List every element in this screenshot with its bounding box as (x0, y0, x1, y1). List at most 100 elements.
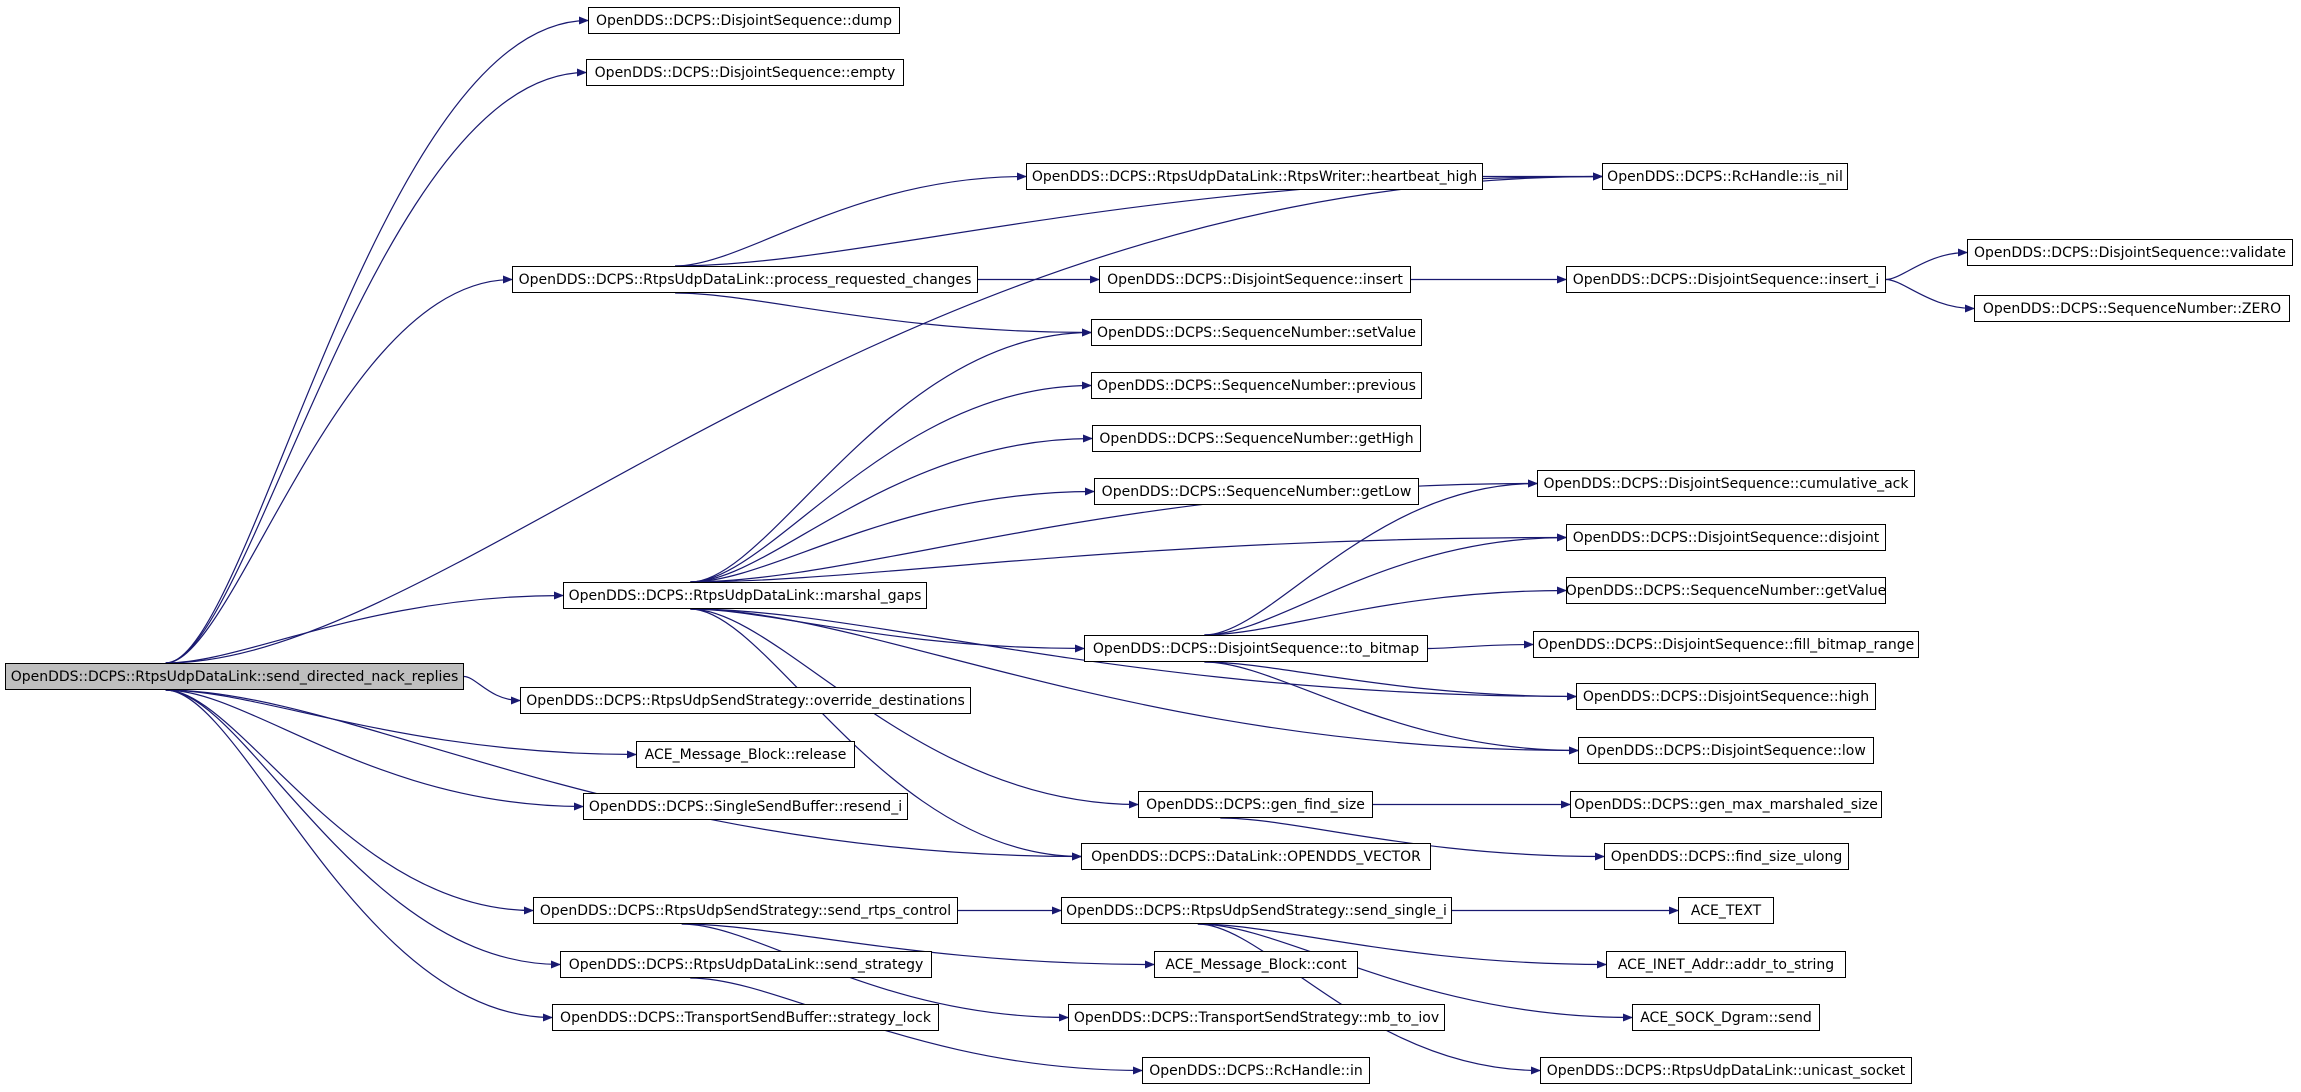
node-gen-find-size[interactable]: OpenDDS::DCPS::gen_find_size (1138, 791, 1373, 818)
edge-n_root-to-n_dump (165, 16, 589, 664)
node-sequencenumber-previous[interactable]: OpenDDS::DCPS::SequenceNumber::previous (1091, 372, 1422, 399)
edge-n_root-to-n_empty (165, 68, 587, 664)
node-label: OpenDDS::DCPS::TransportSendStrategy::mb… (1073, 1009, 1440, 1026)
node-send-directed-nack-replies[interactable]: OpenDDS::DCPS::RtpsUdpDataLink::send_dir… (5, 663, 464, 690)
edge-n_genfind-to-n_findulong (1220, 817, 1605, 861)
node-label: OpenDDS::DCPS::DisjointSequence::to_bitm… (1092, 640, 1420, 657)
edge-n_single-to-n_dgram (1197, 923, 1633, 1022)
node-label: OpenDDS::DCPS::SequenceNumber::getLow (1101, 483, 1412, 500)
node-disjointsequence-dump[interactable]: OpenDDS::DCPS::DisjointSequence::dump (588, 7, 900, 34)
edge-n_insert_i-to-n_zero (1885, 278, 1975, 313)
node-sock-dgram-send[interactable]: ACE_SOCK_Dgram::send (1632, 1004, 1820, 1031)
node-disjointsequence-cumulative-ack[interactable]: OpenDDS::DCPS::DisjointSequence::cumulat… (1537, 470, 1915, 497)
node-message-block-cont[interactable]: ACE_Message_Block::cont (1154, 951, 1358, 978)
node-label: ACE_SOCK_Dgram::send (1640, 1009, 1812, 1026)
node-label: OpenDDS::DCPS::SequenceNumber::ZERO (1982, 300, 2282, 317)
node-label: OpenDDS::DCPS::DisjointSequence::insert_… (1572, 271, 1880, 288)
node-label: OpenDDS::DCPS::RcHandle::in (1149, 1062, 1363, 1079)
edge-n_root-to-n_rtpsctl (165, 689, 534, 915)
node-find-size-ulong[interactable]: OpenDDS::DCPS::find_size_ulong (1604, 843, 1849, 870)
edge-n_marshal-to-n_previous (690, 381, 1092, 583)
node-label: OpenDDS::DCPS::RtpsUdpDataLink::RtpsWrit… (1031, 168, 1478, 185)
edge-n_root-to-n_override (463, 675, 521, 705)
node-send-rtps-control[interactable]: OpenDDS::DCPS::RtpsUdpSendStrategy::send… (533, 897, 958, 924)
edge-n_prc-to-n_setvalue (675, 292, 1092, 337)
node-label: OpenDDS::DCPS::RcHandle::is_nil (1607, 168, 1843, 185)
edge-n_marshal-to-n_getlow (690, 487, 1095, 583)
node-ace-text[interactable]: ACE_TEXT (1678, 897, 1774, 924)
node-inet-addr-addr-to-string[interactable]: ACE_INET_Addr::addr_to_string (1606, 951, 1846, 978)
node-disjointsequence-to-bitmap[interactable]: OpenDDS::DCPS::DisjointSequence::to_bitm… (1084, 635, 1428, 662)
node-sequencenumber-setvalue[interactable]: OpenDDS::DCPS::SequenceNumber::setValue (1091, 319, 1422, 346)
edge-n_tobitmap-to-n_disjoint (1204, 533, 1567, 636)
node-label: OpenDDS::DCPS::gen_max_marshaled_size (1574, 796, 1878, 813)
node-label: ACE_TEXT (1690, 902, 1762, 919)
node-sequencenumber-getlow[interactable]: OpenDDS::DCPS::SequenceNumber::getLow (1094, 478, 1419, 505)
node-rtpsudpdatalink-send-strategy[interactable]: OpenDDS::DCPS::RtpsUdpDataLink::send_str… (560, 951, 932, 978)
node-singlesendbuffer-resend-i[interactable]: OpenDDS::DCPS::SingleSendBuffer::resend_… (583, 793, 908, 820)
node-label: OpenDDS::DCPS::RtpsUdpSendStrategy::send… (539, 902, 952, 919)
node-disjointsequence-insert[interactable]: OpenDDS::DCPS::DisjointSequence::insert (1099, 266, 1411, 293)
edge-n_prc-to-n_hb_high (675, 172, 1027, 267)
node-label: ACE_Message_Block::release (644, 746, 847, 763)
node-sequencenumber-getvalue[interactable]: OpenDDS::DCPS::SequenceNumber::getValue (1566, 577, 1886, 604)
node-gen-max-marshaled-size[interactable]: OpenDDS::DCPS::gen_max_marshaled_size (1570, 791, 1882, 818)
node-override-destinations[interactable]: OpenDDS::DCPS::RtpsUdpSendStrategy::over… (520, 687, 971, 714)
node-rchandle-in[interactable]: OpenDDS::DCPS::RcHandle::in (1142, 1057, 1370, 1084)
edge-n_root-to-n_release (165, 689, 637, 759)
node-label: OpenDDS::DCPS::DisjointSequence::dump (595, 12, 893, 29)
node-label: OpenDDS::DCPS::find_size_ulong (1610, 848, 1843, 865)
node-label: OpenDDS::DCPS::RtpsUdpDataLink::process_… (518, 271, 972, 288)
edge-n_marshal-to-n_gethigh (690, 434, 1093, 583)
edge-n_root-to-n_marshal (165, 591, 564, 664)
node-label: OpenDDS::DCPS::DisjointSequence::validat… (1974, 244, 2286, 261)
edge-n_marshal-to-n_low (690, 608, 1579, 755)
edge-n_single-to-n_addr2str (1197, 923, 1607, 969)
node-label: OpenDDS::DCPS::RtpsUdpDataLink::send_str… (568, 956, 924, 973)
node-label: OpenDDS::DCPS::DisjointSequence::insert (1107, 271, 1403, 288)
node-transportsendbuffer-strategy-lock[interactable]: OpenDDS::DCPS::TransportSendBuffer::stra… (552, 1004, 939, 1031)
node-disjointsequence-insert-i[interactable]: OpenDDS::DCPS::DisjointSequence::insert_… (1566, 266, 1886, 293)
node-label: OpenDDS::DCPS::SingleSendBuffer::resend_… (588, 798, 903, 815)
node-rchandle-is-nil[interactable]: OpenDDS::DCPS::RcHandle::is_nil (1602, 163, 1848, 190)
edge-n_root-to-n_stratlock (165, 689, 553, 1022)
node-disjointsequence-validate[interactable]: OpenDDS::DCPS::DisjointSequence::validat… (1967, 239, 2293, 266)
node-rtpswriter-heartbeat-high[interactable]: OpenDDS::DCPS::RtpsUdpDataLink::RtpsWrit… (1026, 163, 1483, 190)
node-label: OpenDDS::DCPS::DisjointSequence::fill_bi… (1537, 636, 1915, 653)
edge-n_tobitmap-to-n_low (1204, 661, 1579, 755)
edge-n_root-to-n_prc (165, 275, 513, 664)
edge-n_root-to-n_resend (165, 689, 584, 811)
node-disjointsequence-disjoint[interactable]: OpenDDS::DCPS::DisjointSequence::disjoin… (1566, 524, 1886, 551)
edge-n_insert_i-to-n_validate (1885, 248, 1968, 281)
edge-n_tobitmap-to-n_cumack (1204, 479, 1538, 636)
edge-n_marshal-to-n_setvalue (690, 328, 1092, 583)
node-label: OpenDDS::DCPS::DisjointSequence::low (1586, 742, 1866, 759)
node-label: OpenDDS::DCPS::SequenceNumber::setValue (1097, 324, 1416, 341)
node-label: OpenDDS::DCPS::RtpsUdpDataLink::unicast_… (1546, 1062, 1906, 1079)
node-send-single-i[interactable]: OpenDDS::DCPS::RtpsUdpSendStrategy::send… (1061, 897, 1452, 924)
node-rtpsudpdatalink-marshal-gaps[interactable]: OpenDDS::DCPS::RtpsUdpDataLink::marshal_… (563, 582, 927, 609)
node-label: ACE_INET_Addr::addr_to_string (1617, 956, 1835, 973)
edge-n_marshal-to-n_disjoint (690, 533, 1567, 583)
node-disjointsequence-low[interactable]: OpenDDS::DCPS::DisjointSequence::low (1578, 737, 1874, 764)
edge-n_root-to-n_vector (165, 689, 1082, 861)
node-label: OpenDDS::DCPS::SequenceNumber::getValue (1565, 582, 1887, 599)
node-datalink-opendds-vector[interactable]: OpenDDS::DCPS::DataLink::OPENDDS_VECTOR (1081, 843, 1431, 870)
node-disjointsequence-high[interactable]: OpenDDS::DCPS::DisjointSequence::high (1576, 683, 1876, 710)
node-sequencenumber-gethigh[interactable]: OpenDDS::DCPS::SequenceNumber::getHigh (1092, 425, 1421, 452)
node-rtpsudpdatalink-unicast-socket[interactable]: OpenDDS::DCPS::RtpsUdpDataLink::unicast_… (1540, 1057, 1912, 1084)
node-label: OpenDDS::DCPS::gen_find_size (1146, 796, 1365, 813)
node-message-block-release[interactable]: ACE_Message_Block::release (636, 741, 855, 768)
edge-n_marshal-to-n_high (690, 608, 1577, 701)
node-process-requested-changes[interactable]: OpenDDS::DCPS::RtpsUdpDataLink::process_… (512, 266, 978, 293)
node-label: OpenDDS::DCPS::RtpsUdpDataLink::marshal_… (568, 587, 922, 604)
node-label: OpenDDS::DCPS::DisjointSequence::disjoin… (1572, 529, 1880, 546)
node-disjointsequence-fill-bitmap-range[interactable]: OpenDDS::DCPS::DisjointSequence::fill_bi… (1533, 631, 1919, 658)
node-label: OpenDDS::DCPS::DisjointSequence::cumulat… (1543, 475, 1909, 492)
node-disjointsequence-empty[interactable]: OpenDDS::DCPS::DisjointSequence::empty (586, 59, 904, 86)
node-transportsendstrategy-mb-to-iov[interactable]: OpenDDS::DCPS::TransportSendStrategy::mb… (1068, 1004, 1445, 1031)
node-label: OpenDDS::DCPS::RtpsUdpDataLink::send_dir… (10, 668, 459, 685)
node-label: OpenDDS::DCPS::RtpsUdpSendStrategy::over… (526, 692, 965, 709)
node-sequencenumber-zero[interactable]: OpenDDS::DCPS::SequenceNumber::ZERO (1974, 295, 2290, 322)
